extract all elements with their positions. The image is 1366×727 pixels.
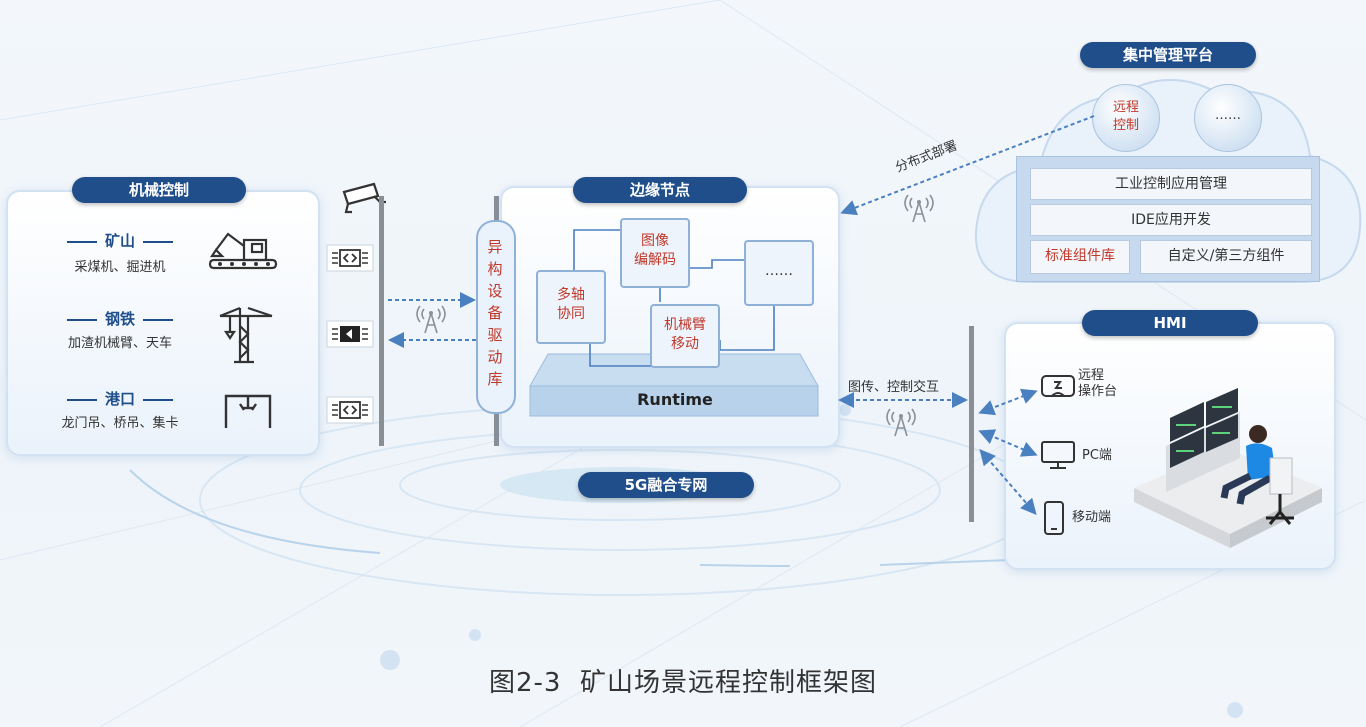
runtime-label: Runtime [637,390,713,409]
figure-caption: 图2-3 矿山场景远程控制框架图 [489,668,877,698]
gantry-crane-icon [224,394,272,428]
category-mine-items: 采煤机、掘进机 [74,260,166,275]
antenna-icon [904,194,934,223]
image-codec-label: 图像 编解码 [634,233,676,268]
hmi-pole [969,326,974,522]
hmi-item-mobile: 移动端 [1072,510,1112,525]
remote-control-bubble: 远程 控制 [1092,84,1160,152]
category-steel-items: 加渣机械臂、天车 [67,336,172,351]
driver-library-label: 异构设备驱动库 [487,238,503,388]
platform-more-label: …… [1215,108,1241,123]
standard-components: 标准组件库 [1030,240,1130,274]
vr-console-icon [1041,375,1075,397]
runtime-base [529,353,819,417]
camera-icon [342,182,386,214]
ide-app-dev: IDE应用开发 [1030,204,1312,236]
io-module-icon [326,244,374,272]
image-control-label: 图传、控制交互 [848,380,940,395]
platform-more-bubble: …… [1194,84,1262,152]
image-codec-box: 图像 编解码 [620,218,690,288]
hmi-item-pc: PC端 [1082,448,1112,463]
category-port-title: 港口 [104,390,135,408]
custom-components: 自定义/第三方组件 [1140,240,1312,274]
io-module-icon [326,320,374,348]
monitor-icon [1041,441,1075,469]
io-module-icon [326,396,374,424]
robot-arm-box: 机械臂 移动 [650,304,720,368]
category-port-items: 龙门吊、桥吊、集卡 [61,416,179,431]
edge-hmi-arrow [838,392,968,408]
remote-control-label: 远程 控制 [1112,100,1139,133]
antenna-icon [886,408,916,437]
operator-workstation-illustration [1134,388,1322,548]
tower-crane-icon [219,306,273,364]
edge-more-box: …… [744,240,814,306]
edge-node-title: 边缘节点 [573,177,747,203]
category-steel-title: 钢铁 [104,310,135,328]
network-5g-label: 5G融合专网 [578,472,754,498]
robot-arm-label: 机械臂 移动 [664,317,706,352]
multi-axis-box: 多轴 协同 [536,270,606,344]
excavator-icon [208,232,278,270]
machine-control-title: 机械控制 [72,177,246,203]
driver-library-box [476,220,516,414]
hmi-item-remote-console: 远程 操作台 [1078,368,1118,399]
multi-axis-label: 多轴 协同 [557,287,585,322]
distributed-arrow [840,115,1095,216]
edge-more-label: …… [765,263,793,279]
machine-side-pole [379,196,384,446]
mobile-phone-icon [1044,501,1064,535]
platform-title: 集中管理平台 [1080,42,1256,68]
industrial-app-mgmt: 工业控制应用管理 [1030,168,1312,200]
machine-edge-arrows [388,292,476,348]
category-mine-title: 矿山 [104,232,135,250]
antenna-icon [416,305,446,334]
hmi-arrows [978,388,1038,516]
hmi-title: HMI [1082,310,1258,336]
